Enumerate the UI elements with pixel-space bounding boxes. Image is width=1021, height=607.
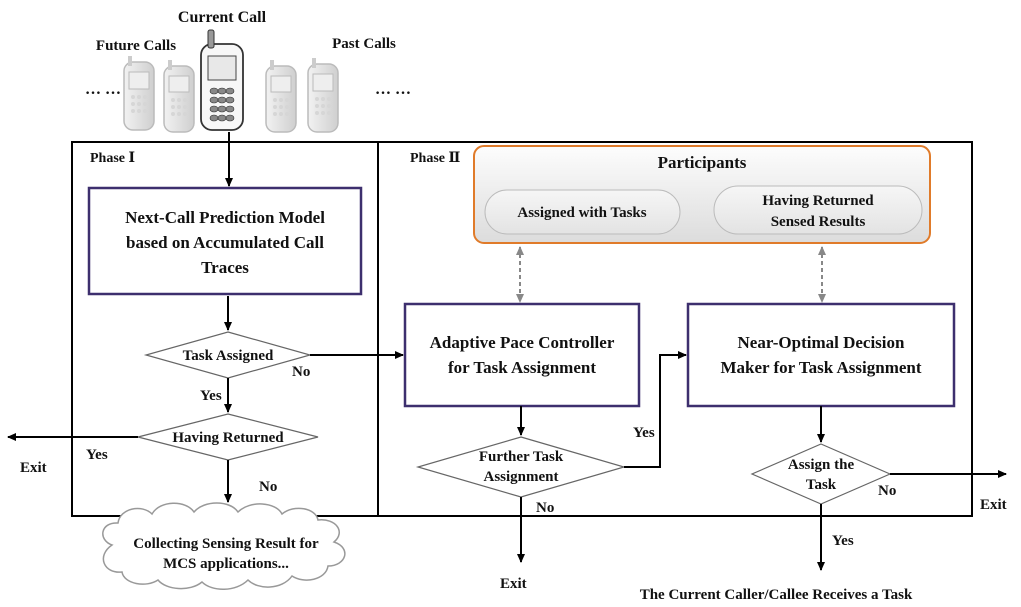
future-ellipsis: … … [85,81,121,98]
prediction-model-box: Next-Call Prediction Model based on Accu… [87,186,363,296]
cloud-line-1: Collecting Sensing Result for [133,536,319,552]
having-returned-label-line1: Having Returned [762,193,874,209]
prediction-line-2: based on Accumulated Call [126,233,324,252]
past-calls-label: Past Calls [332,36,396,52]
no-label-returned: No [259,479,277,495]
task-assigned-decision: Task Assigned [143,331,313,379]
assign-task-line-2: Task [806,477,837,493]
pace-line-2: for Task Assignment [448,358,596,377]
decision-line-2: Maker for Task Assignment [720,358,921,377]
phase-2-label: Phase Ⅱ [410,151,461,166]
having-returned-label-line2: Sensed Results [771,214,866,230]
past-ellipsis: … … [375,81,411,98]
assign-task-line-1: Assign the [788,457,855,473]
yes-label-returned: Yes [86,447,108,463]
exit-label-left: Exit [20,460,47,476]
further-task-line-2: Assignment [483,469,558,485]
participants-title: Participants [658,153,747,172]
assigned-with-tasks-label: Assigned with Tasks [517,205,646,221]
yes-label-further: Yes [633,425,655,441]
no-label-task-assigned: No [292,364,310,380]
exit-label-right: Exit [980,497,1007,513]
prediction-line-1: Next-Call Prediction Model [125,208,325,227]
having-returned-pill [713,185,923,235]
assigned-with-tasks-pill [484,189,681,235]
yes-label-task-assigned: Yes [200,388,222,404]
final-receives-task-label: The Current Caller/Callee Receives a Tas… [640,587,913,603]
current-phone-icon [200,29,244,131]
assign-task-decision: Assign the Task [750,443,892,505]
past-phone-icon [307,58,339,133]
pace-controller-box: Adaptive Pace Controller for Task Assign… [403,302,641,408]
exit-label-middle: Exit [500,576,527,592]
task-assigned-label: Task Assigned [183,348,274,364]
no-label-assign: No [878,483,896,499]
further-task-line-1: Further Task [479,449,564,465]
future-calls-label: Future Calls [96,38,176,54]
future-phone-icon [163,60,195,133]
phase-1-label: Phase Ⅰ [90,151,135,166]
decision-line-1: Near-Optimal Decision [738,333,906,352]
current-call-label: Current Call [178,9,267,26]
pace-line-1: Adaptive Pace Controller [430,333,615,352]
collecting-results-cloud: Collecting Sensing Result for MCS applic… [102,502,346,590]
cloud-line-2: MCS applications... [163,556,289,572]
decision-maker-box: Near-Optimal Decision Maker for Task Ass… [686,302,956,408]
arrow-further-to-decision [624,351,687,468]
yes-label-assign: Yes [832,533,854,549]
having-returned-decision-label: Having Returned [172,430,284,446]
prediction-line-3: Traces [201,258,249,277]
participants-panel: Participants Assigned with Tasks Having … [473,145,931,244]
past-phone-icon [265,60,297,133]
further-task-decision: Further Task Assignment [415,436,627,498]
having-returned-decision: Having Returned [137,413,319,461]
future-phone-icon [123,56,155,131]
no-label-further: No [536,500,554,516]
